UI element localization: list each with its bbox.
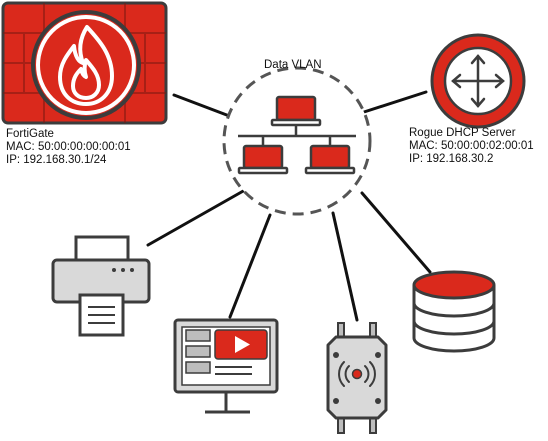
play-icon bbox=[235, 336, 250, 353]
firewall-icon bbox=[1, 1, 168, 125]
database-icon bbox=[412, 270, 496, 353]
fortigate-mac: MAC: 50:00:00:00:00:01 bbox=[6, 141, 131, 153]
printer-icon bbox=[51, 235, 151, 337]
rogue-dhcp-name: Rogue DHCP Server bbox=[409, 127, 516, 139]
router-icon bbox=[430, 33, 526, 129]
fortigate-ip: IP: 192.168.30.1/24 bbox=[6, 154, 107, 166]
link-printer bbox=[146, 188, 247, 247]
fortigate-info: FortiGate MAC: 50:00:00:00:00:01 IP: 192… bbox=[6, 128, 131, 167]
rogue-dhcp-info: Rogue DHCP Server MAC: 50:00:00:02:00:01… bbox=[409, 127, 534, 166]
link-fortigate bbox=[172, 93, 234, 119]
vlan-boundary bbox=[222, 66, 372, 216]
monitor-video-icon bbox=[173, 318, 279, 414]
rogue-dhcp-mac: MAC: 50:00:00:02:00:01 bbox=[409, 140, 534, 152]
rogue-dhcp-ip: IP: 192.168.30.2 bbox=[409, 153, 494, 165]
access-point-icon bbox=[326, 322, 388, 434]
link-database bbox=[360, 191, 432, 274]
link-rogue-dhcp bbox=[362, 90, 428, 114]
link-access-point bbox=[331, 211, 359, 322]
vlan-label: Data VLAN bbox=[264, 59, 322, 71]
fortigate-name: FortiGate bbox=[6, 128, 54, 140]
links bbox=[146, 90, 432, 322]
link-monitor bbox=[228, 213, 272, 319]
lan-network-icon bbox=[237, 95, 356, 175]
